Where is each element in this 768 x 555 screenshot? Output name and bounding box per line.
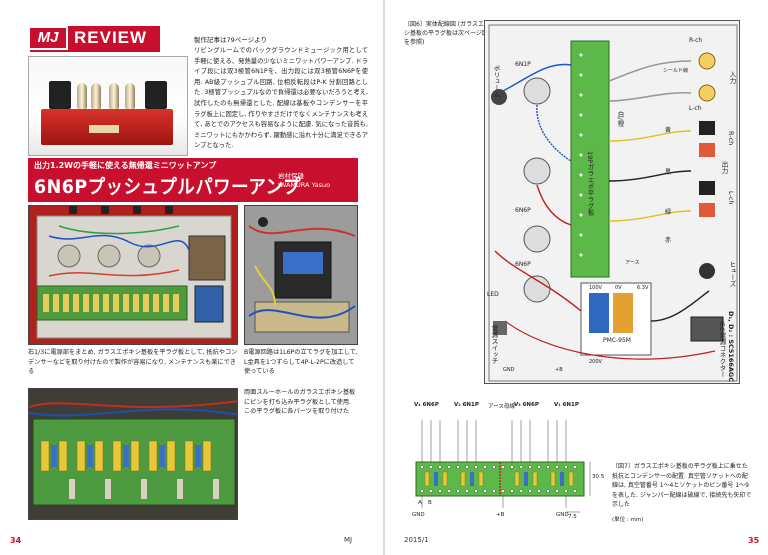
nameplate-image [89, 125, 119, 133]
wiring-diagram-drawing [488, 24, 738, 382]
title-band [28, 158, 358, 202]
chassis-interior-photo [28, 205, 238, 345]
tube-image [125, 83, 135, 109]
fig7-col-v4: V₄ 6N6P [414, 402, 439, 408]
transformer-image [49, 81, 71, 109]
label-power-switch: 電源スイッチ [490, 325, 498, 364]
fig7-letter-a: A [418, 500, 422, 506]
fig7-col-v3: V₃ 6N6P [514, 402, 539, 408]
tube-image [91, 83, 101, 109]
label-l-ch-out: L-ch [727, 191, 735, 205]
fig7-pin-bplus: +B [496, 512, 505, 518]
fig7-letter-b: B [428, 500, 432, 506]
figure7-unit: (単位 : mm) [612, 517, 644, 523]
caption-lug-board: 両面スルーホールのガラスエポキシ基板にピンを打ち込み平ラグ板として使用. この平… [244, 389, 356, 415]
author-block: 岩村保雄 IWAMURA Yasuo [278, 172, 330, 190]
label-l-ch-in: L-ch [689, 105, 702, 112]
label-wire-red: 赤 [665, 237, 672, 244]
figure7-caption: 〔図7〕ガラスエポキシ基板の平ラグ板上に乗せた抵抗とコンデンサーの配置. 真空管… [612, 463, 752, 508]
label-r-ch-out: R-ch [727, 131, 735, 146]
page-number-right: 35 [748, 536, 760, 545]
label-r-ch-in: R-ch [689, 37, 703, 44]
lug-board-layout-drawing [415, 420, 591, 513]
author-name-en: IWAMURA Yasuo [278, 181, 331, 189]
label-wire-green: 緑 [665, 209, 672, 216]
label-ac0: 0V [615, 285, 622, 291]
amplifier-photo [28, 56, 188, 156]
label-diode: D₁, D₂ : SC5166AGC [727, 311, 735, 383]
issue-date: 2015/1 [404, 536, 429, 544]
wiring-diagram: ボリューム 電源スイッチ LED R-ch L-ch 入力 シールド線 R-ch… [484, 20, 740, 384]
label-tube-6n6p: 6N6P [515, 261, 531, 268]
fig7-dim-height: 30.5 [592, 474, 605, 480]
mj-logo: MJ [30, 28, 66, 48]
article-subtitle: 出力1.2Wの手軽に使える無帰還ミニワットアンプ [34, 161, 217, 170]
fig7-col-v2: V₂ 6N1P [454, 402, 479, 408]
label-wire-yellow: 黄 [665, 127, 672, 134]
power-circuit-photo [244, 205, 358, 345]
label-shield: シールド線 [663, 68, 689, 74]
header-rule [30, 50, 160, 52]
author-name-jp: 岩村保雄 [278, 172, 304, 180]
magazine-name: MJ [344, 536, 353, 544]
label-chassis-ground: アース [625, 260, 640, 266]
caption-power-circuit: B電源回路は1L6Pの立てラグを加工して, L金具を1つずらして4P-L-2Pに… [244, 349, 358, 375]
chassis-interior-illustration [36, 206, 232, 339]
tube-image [109, 83, 119, 109]
lug-board-illustration [29, 389, 237, 519]
label-bplus: +B [555, 367, 563, 373]
label-tube-drive: 6N1P [515, 61, 531, 68]
label-ac100: 100V [589, 285, 602, 291]
label-tube-output: 6N6P [515, 207, 531, 214]
label-ac6v: 6.3V [637, 285, 649, 291]
label-wire-white: 白/橙 [616, 111, 624, 127]
article-credit: 製作記事は79ページより [194, 36, 268, 44]
fig7-pin-gnd-right: GND [556, 512, 569, 518]
label-lug-board: 19Pガラエポ平ラグ板 [586, 151, 594, 216]
label-iec: IEC電源コネクター [718, 321, 726, 378]
label-ground: GND [503, 367, 515, 373]
lug-board-photo [28, 388, 238, 520]
power-circuit-illustration [245, 206, 357, 344]
article-title: 6N6Pプッシュプルパワーアンプ [34, 176, 301, 198]
label-fuse: ヒューズ [728, 261, 736, 287]
fig7-pin-gnd-left: GND [412, 512, 425, 518]
label-input: 入力 [728, 71, 736, 84]
fig7-col-ground: アース母線 [488, 404, 515, 410]
caption-chassis-interior: 右1/3に電源部をまとめ, ガラスエポキシ基板を平ラグ板として, 抵抗やコンデン… [28, 349, 238, 375]
tube-image [77, 83, 87, 109]
figure6-caption: 〔図6〕実体配線図 (ガラスエポキシ基板の平ラグ板は次ページ図7を参照) [404, 21, 496, 46]
fig7-dim-width: 7.5 [568, 514, 577, 520]
article-intro: リビングルームでのバックグラウンドミュージック用として手軽に使える、発熱量の少な… [194, 47, 368, 150]
label-pmc: PMC-95M [603, 337, 631, 344]
transformer-image [145, 81, 167, 109]
lug-board-layout: V₄ 6N6P V₂ 6N1P アース母線 V₃ 6N6P V₁ 6N1P 30… [410, 400, 610, 526]
label-output: 出力 [720, 161, 728, 174]
label-volume: ボリューム [492, 65, 500, 98]
label-led: LED [487, 291, 499, 298]
page-spine [383, 0, 385, 555]
page-number-left: 34 [10, 536, 22, 545]
label-wire-black: 黒 [665, 169, 672, 176]
label-ac200: 200V [589, 359, 602, 365]
fig7-col-v1: V₁ 6N1P [554, 402, 579, 408]
section-label: REVIEW [68, 26, 160, 50]
